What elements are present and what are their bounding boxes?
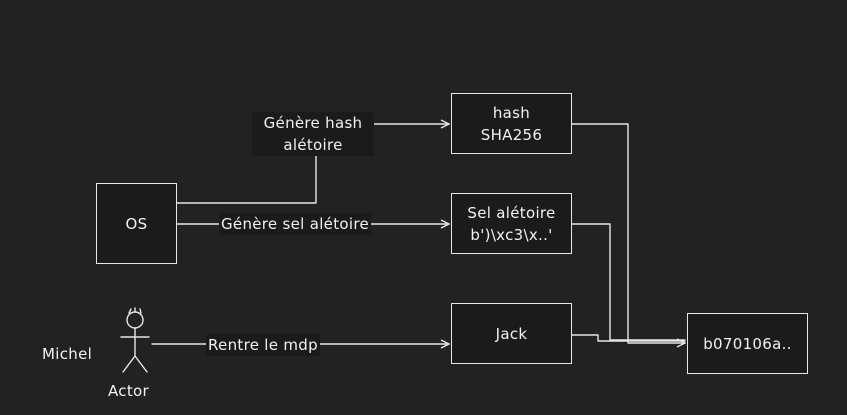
actor-name: Michel (42, 345, 93, 363)
edge-label-gen-hash-line1: Génère hash (263, 114, 363, 132)
os-label: OS (125, 214, 148, 233)
edge-label-gen-salt: Génère sel alétoire (219, 213, 371, 235)
salt-label-line2: b')\xc3\x..' (470, 225, 553, 244)
edge-label-gen-hash-line2: alétoire (283, 136, 343, 154)
arrow-hash-to-result (571, 123, 685, 343)
result-label: b070106a.. (703, 334, 792, 353)
arrow-salt-to-result (571, 223, 686, 341)
actor-figure (120, 307, 150, 373)
result-node: b070106a.. (687, 313, 808, 374)
salt-node: Sel alétoire b')\xc3\x..' (451, 193, 572, 254)
hash-node: hash SHA256 (451, 93, 572, 154)
os-node: OS (96, 183, 177, 264)
salt-label-line1: Sel alétoire (467, 203, 556, 222)
jack-label: Jack (495, 324, 528, 343)
hash-label-line2: SHA256 (480, 125, 543, 144)
edge-label-gen-hash: Génère hash alétoire (252, 112, 374, 156)
actor-caption: Actor (108, 382, 149, 400)
arrow-jack-to-result (571, 334, 686, 342)
hash-label-line1: hash (492, 103, 531, 122)
jack-node: Jack (451, 303, 572, 364)
arrow-os-to-hash (176, 124, 449, 204)
edge-label-enter-pwd: Rentre le mdp (206, 334, 320, 356)
